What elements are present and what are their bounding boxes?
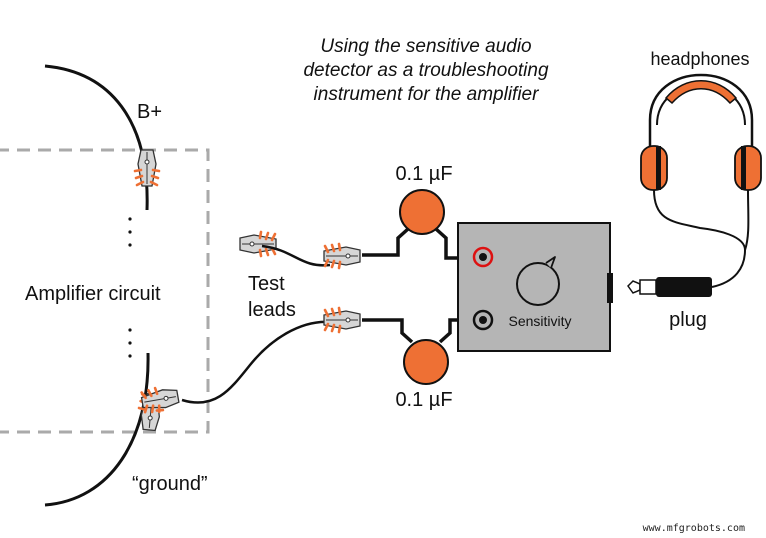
- headband-pad: [664, 80, 738, 105]
- red-input-jack: [472, 246, 494, 268]
- headband-inner: [656, 84, 746, 126]
- test-lead-1-wire: [261, 244, 331, 267]
- headband-outer: [648, 73, 754, 180]
- cap-bottom-lead-left: [362, 318, 414, 344]
- black-input-jack: [472, 309, 494, 331]
- ground-label: “ground”: [132, 473, 208, 495]
- test-leads-label-line2: leads: [248, 299, 296, 321]
- sensitivity-label: Sensitivity: [508, 313, 571, 329]
- capacitor-bottom: [403, 339, 449, 385]
- capacitor-top-label: 0.1 µF: [395, 163, 452, 185]
- test-lead-2-wire: [181, 320, 331, 404]
- clip-on-b-plus: [133, 148, 161, 188]
- b-plus-wire: [44, 64, 149, 211]
- title-line-2: detector as a troubleshooting: [303, 60, 548, 81]
- clip-test-lead-1-free: [238, 230, 278, 258]
- headphone-jack-socket: [607, 273, 613, 303]
- right-earcup-icon: [734, 145, 762, 191]
- knob-pointer-icon: [545, 256, 556, 269]
- plug-label: plug: [669, 309, 707, 331]
- ellipsis-dots-upper: [128, 217, 132, 247]
- title-line-1: Using the sensitive audio: [320, 36, 531, 57]
- red-input-jack-center: [479, 253, 487, 261]
- b-plus-label: B+: [137, 101, 162, 123]
- capacitor-top: [399, 189, 445, 235]
- ellipsis-dots-lower: [128, 328, 132, 358]
- headphones-label: headphones: [650, 49, 749, 69]
- title-line-3: instrument for the amplifier: [314, 84, 540, 105]
- watermark-text: www.mfgrobots.com: [643, 523, 745, 534]
- sensitivity-knob: [516, 262, 560, 306]
- black-input-jack-center: [479, 316, 487, 324]
- cap-top-lead-left: [362, 227, 410, 257]
- capacitor-bottom-label: 0.1 µF: [395, 389, 452, 411]
- left-earcup-icon: [640, 145, 668, 191]
- test-leads-label-line1: Test: [248, 273, 285, 295]
- amplifier-circuit-box: [0, 148, 210, 434]
- clip-test-lead-2-cap: [322, 306, 362, 334]
- headphone-cable-right: [744, 189, 750, 251]
- headphone-cable-left: [653, 189, 747, 288]
- ground-wire: [44, 352, 150, 507]
- plug-icon: [627, 277, 712, 297]
- amplifier-circuit-label: Amplifier circuit: [25, 283, 161, 305]
